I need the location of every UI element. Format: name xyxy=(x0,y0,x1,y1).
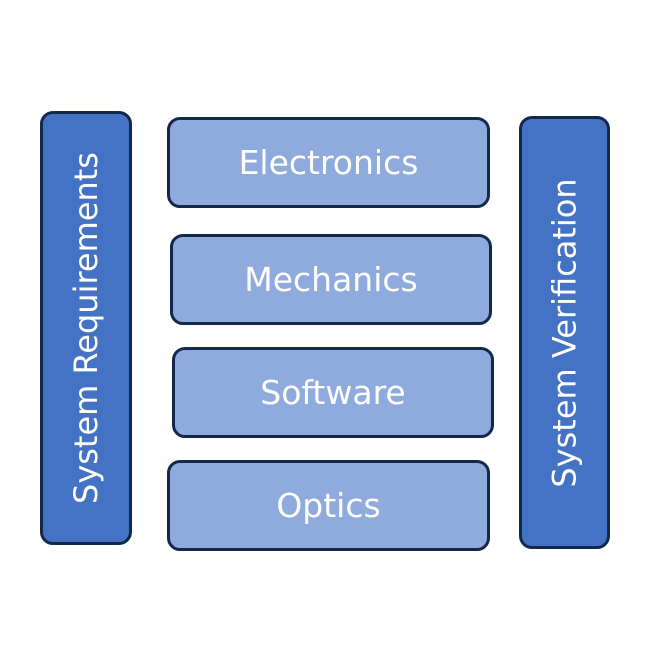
software-box: Software xyxy=(172,347,494,438)
electronics-label: Electronics xyxy=(238,143,419,182)
optics-label: Optics xyxy=(276,486,381,525)
software-label: Software xyxy=(260,373,406,412)
system-requirements-label: System Requirements xyxy=(67,152,105,504)
system-verification-bar: System Verification xyxy=(519,116,610,549)
mechanics-box: Mechanics xyxy=(170,234,492,325)
mechanics-label: Mechanics xyxy=(244,260,418,299)
optics-box: Optics xyxy=(167,460,490,551)
system-requirements-bar: System Requirements xyxy=(40,111,132,545)
system-verification-label: System Verification xyxy=(545,177,584,488)
electronics-box: Electronics xyxy=(167,117,490,208)
